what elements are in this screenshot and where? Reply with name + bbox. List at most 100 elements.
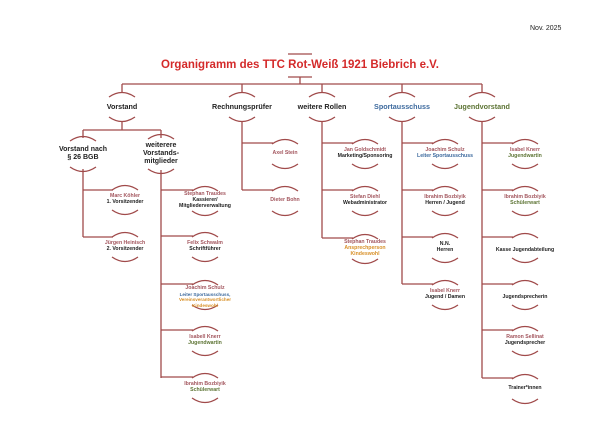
node-bottom-arc [511, 163, 539, 170]
node-top-arc [147, 133, 175, 140]
member-name: Stefan Diehl [350, 194, 380, 201]
member-role: Webadministrator [342, 200, 388, 206]
node-top-arc [431, 279, 459, 286]
node-bottom-arc [431, 210, 459, 217]
member-node: Ibrahim Bozbiyik Schülerwart [504, 194, 546, 207]
member-role: Trainer*innen [508, 385, 542, 392]
node-bottom-arc [511, 210, 539, 217]
member-role: Kasse Jugendabteilung [495, 247, 555, 254]
member-node: Ibrahim Bozbiyik Herren / Jugend [424, 194, 466, 207]
member-node: Ramon Sellinat Jugendsprecher [505, 334, 545, 347]
node-bottom-arc [271, 163, 299, 170]
node-bottom-arc [431, 304, 459, 311]
member-role: Schülerwart [510, 200, 540, 206]
node-bottom-arc [191, 397, 219, 404]
member-role: Schriftführer [189, 246, 221, 252]
member-node: Marc Köhler 1. Vorsitzender [107, 193, 144, 206]
node-top-arc [351, 185, 379, 192]
node-top-arc [511, 138, 539, 145]
label-line: weiterere [145, 141, 177, 149]
node-bottom-arc [511, 398, 539, 405]
date-label: Nov. 2025 [530, 25, 562, 32]
member-role: Jugendsprecherin [502, 294, 548, 301]
member-node: Jürgen Heinisch 2. Vorsitzender [105, 240, 145, 253]
member-role: Jugend / Damen [424, 294, 466, 300]
branch-line [82, 122, 162, 138]
node-top-arc [511, 232, 539, 239]
node-rechnungspruefer: Rechnungsprüfer [212, 101, 272, 111]
member-node: Isabel Knerr Jugend / Damen [424, 288, 466, 301]
member-node: Kasse Jugendabteilung [495, 247, 555, 254]
branch-line [82, 169, 113, 238]
member-node: Joachim Schulz Leiter Sportausschuss, Ve… [178, 285, 232, 308]
member-role: Schülerwart [190, 387, 220, 393]
node-bottom-arc [191, 350, 219, 357]
member-node: Dieter Bohn [270, 197, 299, 204]
member-role: Ansprechperson [344, 245, 386, 252]
node-top-arc [111, 184, 139, 191]
node-bottom-arc [431, 163, 459, 170]
node-top-arc [108, 91, 136, 98]
node-bottom-arc [271, 210, 299, 217]
node-top-arc [191, 325, 219, 332]
node-bottom-arc [431, 257, 459, 264]
member-name: Stephan Traudes [344, 239, 386, 246]
member-role: Vereinsverantwortlicher [178, 297, 232, 303]
member-role: Jugendwartin [188, 340, 222, 346]
node-bottom-arc [351, 258, 379, 265]
member-role: Leiter Sportausschuss [417, 153, 473, 159]
member-node: Jugendsprecherin [502, 294, 548, 301]
node-sportausschuss: Sportausschuss [374, 101, 430, 111]
member-role: Kassierer/ [192, 197, 218, 204]
member-node: Felix Schwalm Schriftführer [187, 240, 223, 253]
node-top-arc [431, 138, 459, 145]
node-vorstand: Vorstand [106, 101, 138, 111]
node-top-arc [351, 138, 379, 145]
node-bottom-arc [511, 257, 539, 264]
member-role: Kindeswohl [350, 250, 380, 257]
member-name: Isabell Knerr [189, 334, 221, 341]
node-bottom-arc [111, 209, 139, 216]
member-node: Joachim Schulz Leiter Sportausschuss [417, 147, 473, 160]
member-node: Stephan Traudes Kassierer/ Mitgliederver… [179, 191, 231, 210]
node-top-arc [511, 279, 539, 286]
node-top-arc [191, 279, 219, 286]
node-bottom-arc [351, 210, 379, 217]
node-top-arc [111, 231, 139, 238]
member-role: Herren / Jugend [425, 200, 465, 206]
chart-title: Organigramm des TTC Rot-Weiß 1921 Biebri… [161, 59, 439, 71]
member-role: Leiter Sportausschuss, [179, 292, 231, 298]
member-name: Jan Goldschmidt [343, 147, 387, 154]
member-role: Mitgliederverwaltung [179, 202, 231, 209]
node-weitere-rollen: weitere Rollen [297, 101, 347, 111]
member-name: Ibrahim Bozbiyik [184, 381, 226, 388]
member-name: Axel Stein [272, 150, 298, 157]
node-bottom-arc [191, 210, 219, 217]
node-weitere-vorstandsmitglieder: weiterere Vorstands- mitglieder [143, 142, 179, 166]
label-line: Vorstand nach [58, 145, 108, 153]
node-bottom-arc [468, 116, 496, 123]
member-name: Joachim Schulz [185, 285, 225, 292]
member-node: Jan Goldschmidt Marketing/Sponsoring [338, 147, 393, 160]
node-top-arc [511, 185, 539, 192]
node-top-arc [69, 135, 97, 142]
member-node: N.N. Herren [436, 241, 454, 254]
member-role: Kindeswohl [192, 302, 218, 308]
node-top-arc [308, 91, 336, 98]
member-role: Herren [436, 247, 454, 253]
member-name: Ibrahim Bozbiyik [504, 194, 546, 201]
node-bottom-arc [388, 116, 416, 123]
node-bottom-arc [108, 116, 136, 123]
member-name: Isabel Knerr [509, 147, 540, 154]
member-name: Felix Schwalm [187, 240, 223, 247]
node-top-arc [388, 91, 416, 98]
node-top-arc [431, 232, 459, 239]
node-vorstand-26-bgb: Vorstand nach § 26 BGB [59, 146, 107, 162]
node-bottom-arc [511, 350, 539, 357]
member-role: 2. Vorsitzender [106, 246, 144, 252]
member-node: Trainer*innen [508, 385, 542, 392]
node-top-arc [271, 138, 299, 145]
node-top-arc [191, 185, 219, 192]
